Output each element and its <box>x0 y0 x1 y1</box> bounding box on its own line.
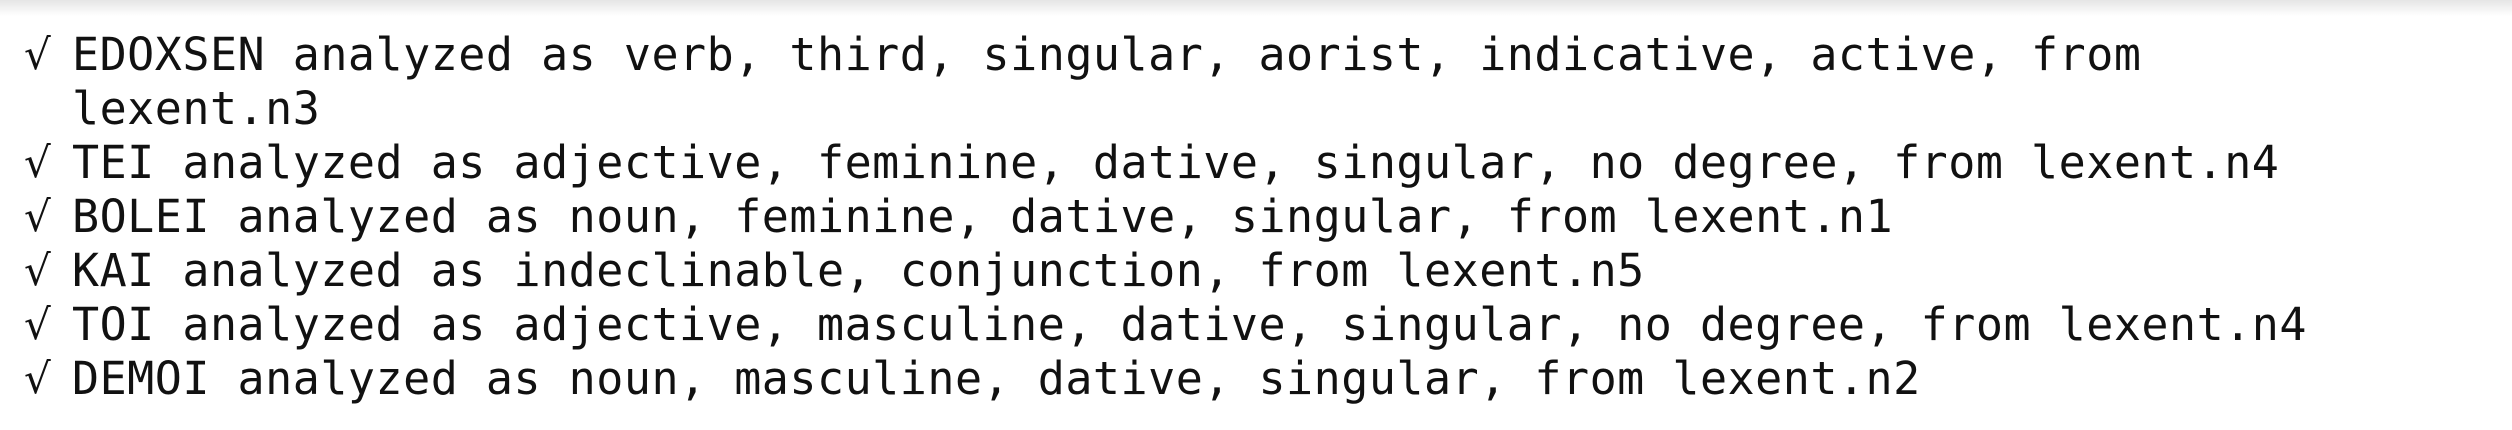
check-icon: √ <box>24 192 51 241</box>
analysis-line: √ EDOXSEN analyzed as verb, third, singu… <box>24 28 2494 136</box>
analysis-line: √ TEI analyzed as adjective, feminine, d… <box>24 136 2494 190</box>
analysis-text: TOI analyzed as adjective, masculine, da… <box>72 298 2307 351</box>
analysis-text: DEMOI analyzed as noun, masculine, dativ… <box>72 352 1921 405</box>
analysis-text: KAI analyzed as indeclinable, conjunctio… <box>72 244 1645 297</box>
analysis-line: √ BOLEI analyzed as noun, feminine, dati… <box>24 190 2494 244</box>
check-icon: √ <box>24 30 51 79</box>
check-icon: √ <box>24 246 51 295</box>
analysis-output: √ EDOXSEN analyzed as verb, third, singu… <box>24 28 2494 406</box>
check-icon: √ <box>24 300 51 349</box>
analysis-line: √ KAI analyzed as indeclinable, conjunct… <box>24 244 2494 298</box>
check-icon: √ <box>24 354 51 403</box>
analysis-line: √ DEMOI analyzed as noun, masculine, dat… <box>24 352 2494 406</box>
window-top-shadow <box>0 0 2512 16</box>
analysis-text: TEI analyzed as adjective, feminine, dat… <box>72 136 2280 189</box>
analysis-text: EDOXSEN analyzed as verb, third, singula… <box>72 28 2142 135</box>
analysis-line: √ TOI analyzed as adjective, masculine, … <box>24 298 2494 352</box>
check-icon: √ <box>24 138 51 187</box>
analysis-text: BOLEI analyzed as noun, feminine, dative… <box>72 190 1894 243</box>
